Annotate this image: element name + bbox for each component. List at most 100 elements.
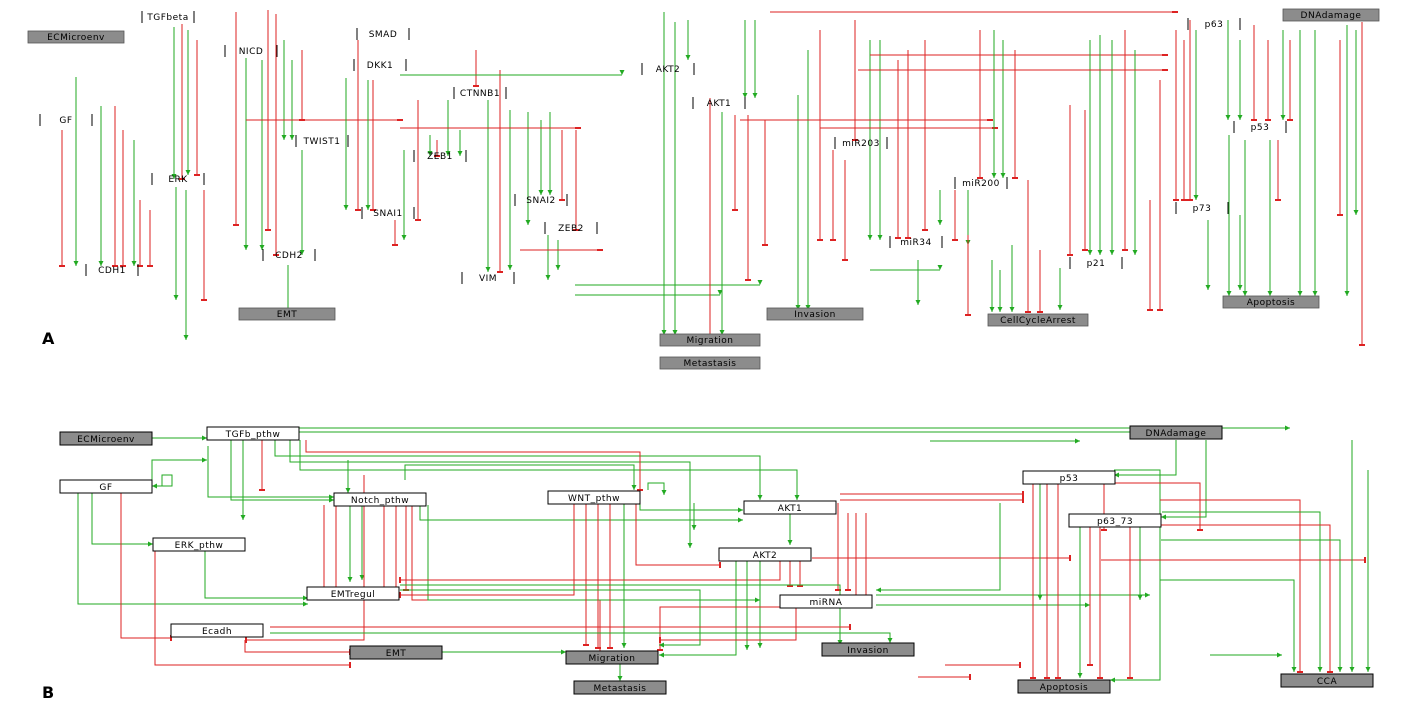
node-migration_b: Migration — [565, 650, 659, 665]
arrowhead-icon — [1077, 673, 1083, 678]
node-box — [547, 490, 641, 505]
node-label: ZEB1 — [427, 152, 453, 162]
arrowhead-icon — [672, 330, 678, 335]
arrowhead-icon — [867, 235, 873, 240]
activation-edge — [77, 492, 308, 605]
arrowhead-icon — [661, 490, 667, 495]
node-metastasis: Metastasis — [659, 356, 761, 370]
inhibition-edge — [659, 606, 781, 650]
arrowhead-icon — [507, 265, 513, 270]
node-mir200: miR200 — [954, 177, 1008, 189]
arrowhead-icon — [1000, 173, 1006, 178]
arrowhead-icon — [805, 305, 811, 310]
arrowhead-icon — [752, 93, 758, 98]
node-twist1: TWIST1 — [295, 135, 349, 147]
node-metastasis_b: Metastasis — [573, 680, 667, 695]
node-notch_b: Notch_pthw — [333, 492, 427, 507]
inhibition-edge — [400, 503, 575, 596]
arrowhead-icon — [1277, 652, 1282, 658]
arrowhead-icon — [485, 267, 491, 272]
activation-edge — [151, 459, 207, 480]
node-box — [659, 333, 761, 347]
arrowhead-icon — [1225, 115, 1231, 120]
arrowhead-icon — [538, 190, 544, 195]
arrowhead-icon — [691, 525, 697, 530]
node-label: ZEB2 — [558, 224, 584, 234]
node-label: EMT — [277, 310, 297, 320]
arrowhead-icon — [1145, 592, 1150, 598]
arrowhead-icon — [148, 541, 153, 547]
arrowhead-icon — [744, 645, 750, 650]
arrowhead-icon — [685, 55, 691, 60]
node-label: GF — [99, 483, 112, 493]
node-gf_b: GF — [59, 479, 153, 494]
node-zeb1: ZEB1 — [413, 150, 467, 162]
activation-edge — [400, 589, 701, 646]
arrowhead-icon — [73, 261, 79, 266]
arrowhead-icon — [1057, 305, 1063, 310]
node-label: EMT — [386, 649, 406, 659]
node-box — [170, 623, 264, 638]
node-box — [718, 547, 812, 562]
node-box — [1129, 425, 1223, 440]
arrowhead-icon — [365, 205, 371, 210]
inhibition-edge — [120, 492, 171, 639]
node-box — [206, 426, 300, 441]
node-p63_73_b: p63_73 — [1068, 513, 1162, 528]
node-p21: p21 — [1069, 257, 1123, 269]
node-tgfb: TGFbeta — [141, 11, 195, 23]
panel-a-letter: A — [42, 329, 55, 348]
arrowhead-icon — [152, 483, 157, 489]
arrowhead-icon — [1337, 667, 1343, 672]
node-label: miR200 — [962, 179, 1000, 189]
node-label: Metastasis — [684, 359, 737, 369]
activation-edge — [204, 550, 308, 599]
arrowhead-icon — [173, 295, 179, 300]
arrowhead-icon — [171, 174, 177, 179]
arrowhead-icon — [547, 190, 553, 195]
node-label: p63_73 — [1097, 517, 1133, 527]
node-box — [1022, 470, 1116, 485]
node-label: VIM — [479, 274, 497, 284]
arrowhead-icon — [243, 245, 249, 250]
activation-edge — [1160, 579, 1295, 672]
arrowhead-icon — [545, 275, 551, 280]
node-box — [59, 479, 153, 494]
node-mir203: miR203 — [834, 137, 888, 149]
arrowhead-icon — [794, 495, 800, 500]
node-label: DKK1 — [367, 61, 393, 71]
node-akt1_b: AKT1 — [743, 500, 837, 515]
node-box — [333, 492, 427, 507]
node-label: Notch_pthw — [351, 496, 409, 506]
panel-b-edges — [77, 425, 1371, 683]
node-emt_b: EMT — [349, 645, 443, 660]
arrowhead-icon — [457, 151, 463, 156]
arrowhead-icon — [1193, 195, 1199, 200]
arrowhead-icon — [1132, 250, 1138, 255]
node-akt1: AKT1 — [692, 97, 746, 109]
node-akt2_b: AKT2 — [718, 547, 812, 562]
node-wnt_b: WNT_pthw — [547, 490, 641, 505]
node-label: ECMicroenv — [77, 435, 135, 445]
node-mirna_b: miRNA — [779, 594, 873, 609]
node-cdh1: CDH1 — [85, 264, 139, 276]
activation-edge — [230, 440, 334, 501]
node-ctnnb1: CTNNB1 — [453, 87, 507, 99]
activation-edge — [427, 505, 760, 601]
node-cdh2: CDH2 — [262, 249, 316, 261]
inhibition-edge — [411, 505, 601, 652]
arrowhead-icon — [427, 151, 433, 156]
node-label: Invasion — [794, 310, 836, 320]
node-cca: CellCycleArrest — [987, 313, 1089, 327]
arrowhead-icon — [631, 485, 637, 490]
arrowhead-icon — [240, 515, 246, 520]
activation-edge — [876, 503, 1001, 591]
node-box — [987, 313, 1089, 327]
node-label: SMAD — [369, 30, 398, 40]
arrowhead-icon — [303, 601, 308, 607]
arrowhead-icon — [1297, 291, 1303, 296]
activation-edge — [1110, 469, 1161, 681]
node-box — [1282, 8, 1380, 22]
node-label: DNAdamage — [1146, 429, 1207, 439]
